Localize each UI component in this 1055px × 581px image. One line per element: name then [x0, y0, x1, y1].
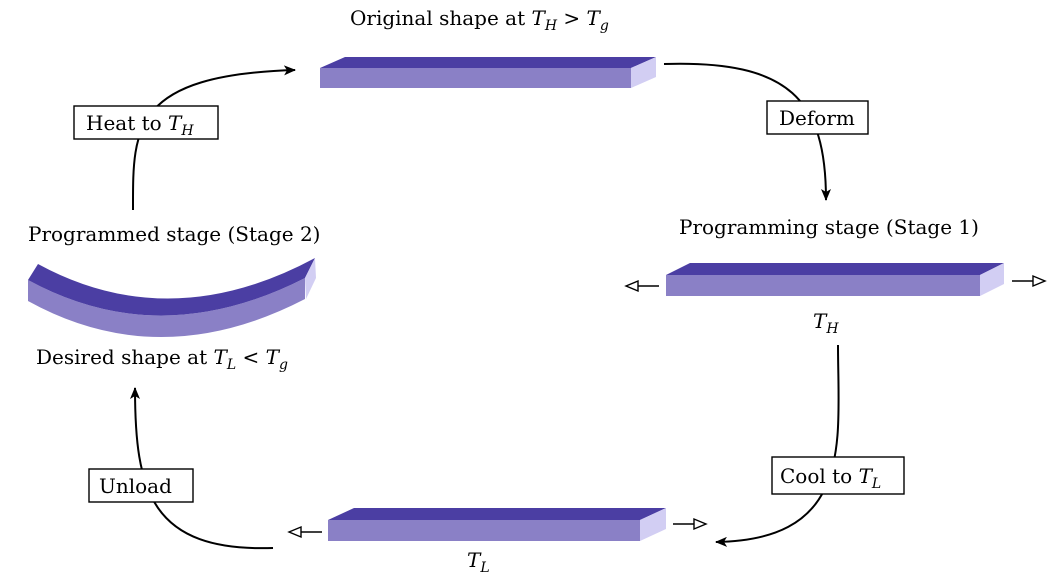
deform-arrow [663, 62, 831, 201]
bar-top-face [666, 263, 1004, 275]
pull-arrow-left-icon [287, 525, 322, 539]
programmed-stage-label: Programmed stage (Stage 2) [28, 222, 320, 246]
bar-front-face [328, 520, 640, 541]
unload-arrow [130, 387, 274, 550]
unload-label: Unload [99, 474, 172, 498]
bar-side-face [640, 508, 666, 541]
bar-front-face [320, 68, 631, 88]
bar-side-face [980, 263, 1004, 296]
bar-side-face [305, 258, 316, 299]
bar-top-face [320, 57, 656, 68]
heat-arrow [131, 65, 296, 211]
bar-front-face [28, 278, 305, 338]
unload-step-box: Unload [88, 468, 194, 503]
programming-stage-label: Programming stage (Stage 1) [679, 215, 979, 239]
original-shape-title: Original shape at TH > Tg [350, 6, 609, 34]
programming-stage-bar [666, 263, 1004, 296]
pull-arrow-right-icon [673, 517, 708, 531]
heat-step-box: Heat to TH [73, 105, 219, 140]
bar-top-face [28, 258, 315, 316]
deform-step-box: Deform [766, 100, 869, 135]
svg-text:Cool to TL: Cool to TL [780, 464, 881, 492]
programming-temp-label: TH [813, 309, 839, 337]
cooled-temp-label: TL [467, 548, 490, 576]
desired-shape-label: Desired shape at TL < Tg [36, 345, 288, 373]
original-shape-bar [320, 57, 656, 88]
deform-label: Deform [779, 106, 855, 130]
cooled-stage-bar [328, 508, 666, 541]
programmed-shape-curved-bar [28, 258, 316, 338]
bar-side-face [631, 57, 656, 88]
bar-front-face [666, 275, 980, 296]
cool-step-box: Cool to TL [771, 456, 905, 495]
bar-top-face [328, 508, 666, 520]
pull-arrow-left-icon [624, 279, 659, 293]
svg-text:Heat to TH: Heat to TH [86, 111, 194, 139]
cool-arrow [715, 344, 840, 547]
pull-arrow-right-icon [1012, 274, 1047, 288]
